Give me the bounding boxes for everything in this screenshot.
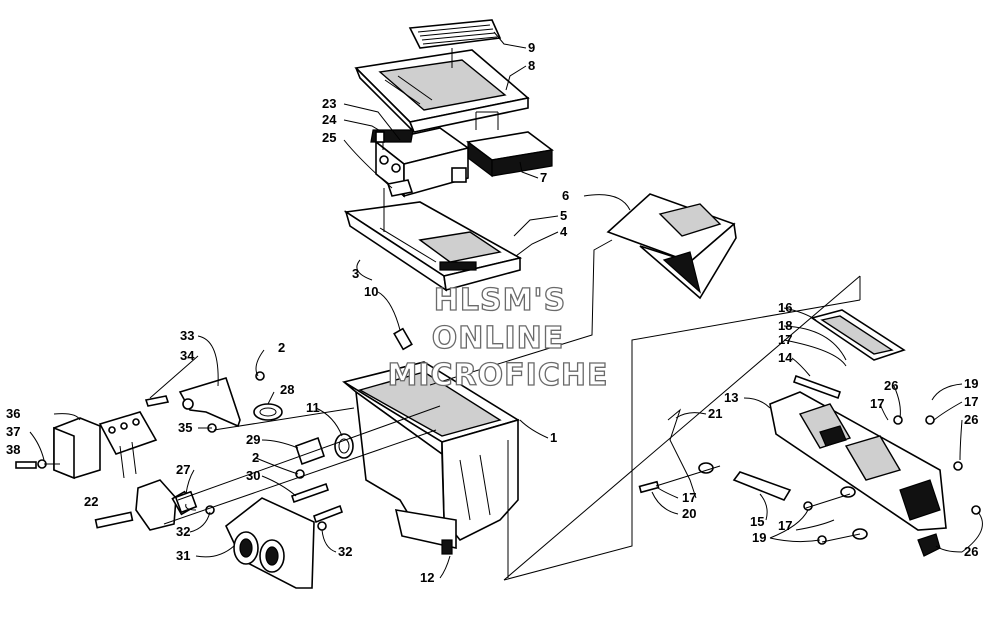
callout-30: 30 — [246, 468, 260, 483]
callout-6: 6 — [562, 188, 569, 203]
callout-35: 35 — [178, 420, 192, 435]
callout-19-b: 19 — [752, 530, 766, 545]
callout-25: 25 — [322, 130, 336, 145]
part-linkage — [98, 411, 158, 479]
callout-3: 3 — [352, 266, 359, 281]
callout-4: 4 — [560, 224, 568, 239]
part-28-clamp — [253, 403, 283, 421]
callout-2-b: 2 — [252, 450, 259, 465]
callout-7: 7 — [540, 170, 547, 185]
callout-15: 15 — [750, 514, 764, 529]
callout-2-a: 2 — [278, 340, 285, 355]
callout-29: 29 — [246, 432, 260, 447]
callout-1: 1 — [550, 430, 557, 445]
part-14-strip — [792, 374, 842, 400]
callout-10: 10 — [364, 284, 378, 299]
part-11-ring — [334, 433, 354, 459]
part-30-rod — [290, 482, 344, 524]
part-33-bracket — [144, 377, 241, 428]
callout-9: 9 — [528, 40, 535, 55]
part-29-piece — [294, 436, 326, 466]
callout-37: 37 — [6, 424, 20, 439]
watermark-line-1: HLSM'S — [434, 283, 566, 318]
part-21-rod — [667, 408, 697, 499]
watermark: HLSM'S ONLINE MICROFICHE — [387, 282, 609, 393]
callout-19-a: 19 — [964, 376, 978, 391]
part-9-screen — [408, 19, 502, 49]
callout-28: 28 — [280, 382, 294, 397]
part-36-cover — [53, 417, 101, 480]
callout-26-b: 26 — [964, 412, 978, 427]
part-23-module — [370, 127, 470, 198]
part-13-tube — [769, 391, 947, 531]
part-8-lid — [354, 49, 530, 133]
assembly-lines — [44, 48, 861, 581]
callout-20: 20 — [682, 506, 696, 521]
callout-17-b: 17 — [870, 396, 884, 411]
callout-17-c: 17 — [964, 394, 978, 409]
callout-23: 23 — [322, 96, 336, 111]
part-6-intake — [606, 193, 737, 300]
callout-numbers: 1 2 2 3 4 5 6 7 8 9 10 11 12 13 14 15 16… — [6, 40, 978, 585]
part-31-duct — [225, 497, 315, 589]
part-3-tray — [343, 201, 523, 292]
callout-26-c: 26 — [964, 544, 978, 559]
callout-32-a: 32 — [176, 524, 190, 539]
callout-38: 38 — [6, 442, 20, 457]
callout-17-e: 17 — [778, 518, 792, 533]
callout-22: 22 — [84, 494, 98, 509]
callout-12: 12 — [420, 570, 434, 585]
part-15-plate — [732, 471, 792, 501]
callout-leaders — [29, 31, 983, 579]
callout-33: 33 — [180, 328, 194, 343]
callout-11: 11 — [306, 400, 320, 415]
part-7-filter — [466, 131, 554, 178]
part-16-gasket — [810, 309, 906, 361]
callout-21: 21 — [708, 406, 722, 421]
callout-8: 8 — [528, 58, 535, 73]
callout-34: 34 — [180, 348, 195, 363]
part-fasteners-right — [638, 415, 981, 557]
callout-27: 27 — [176, 462, 190, 477]
callout-16: 16 — [778, 300, 792, 315]
callout-24: 24 — [322, 112, 337, 127]
callout-26-a: 26 — [884, 378, 898, 393]
callout-17-d: 17 — [682, 490, 696, 505]
watermark-line-3: MICROFICHE — [388, 358, 609, 393]
part-10-screw — [393, 327, 413, 351]
watermark-line-2: ONLINE — [432, 321, 565, 356]
callout-18: 18 — [778, 318, 792, 333]
callout-32-b: 32 — [338, 544, 352, 559]
callout-36: 36 — [6, 406, 20, 421]
callout-31: 31 — [176, 548, 190, 563]
callout-5: 5 — [560, 208, 567, 223]
callout-14: 14 — [778, 350, 793, 365]
callout-17-a: 17 — [778, 332, 792, 347]
callout-13: 13 — [724, 390, 738, 405]
